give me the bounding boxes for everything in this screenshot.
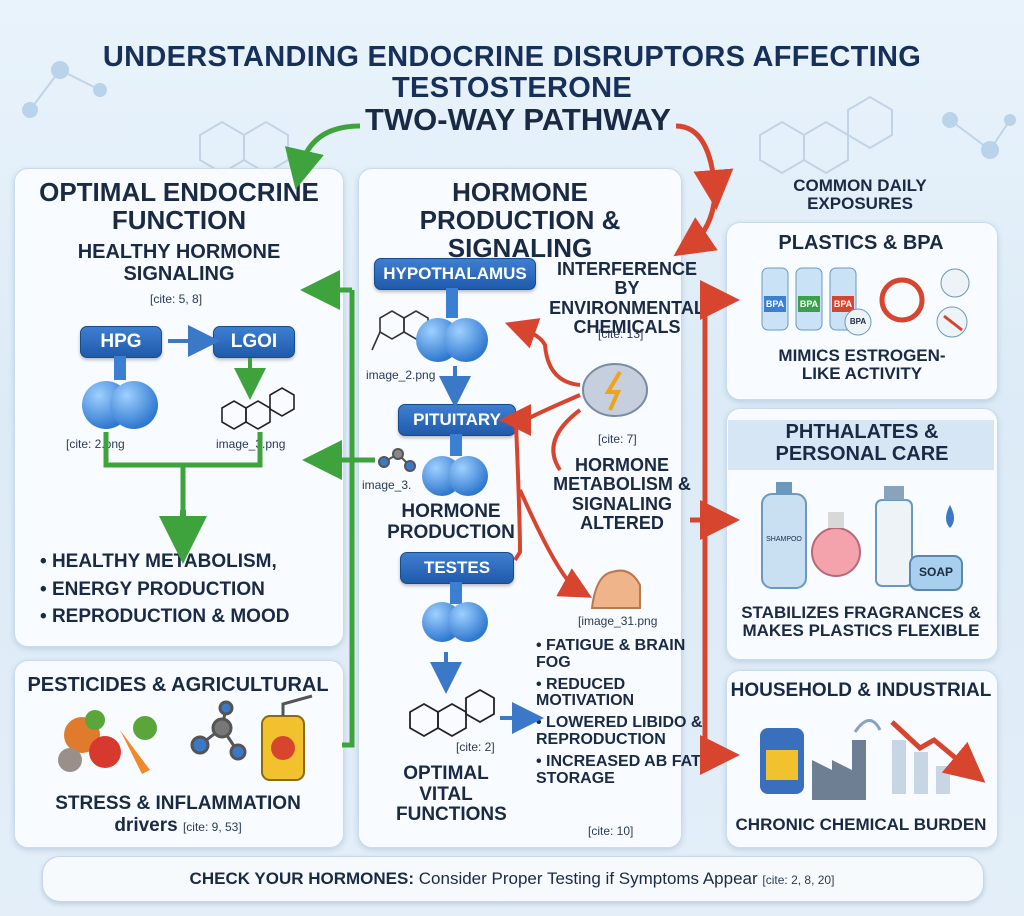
small-molecule-icon <box>378 448 416 472</box>
bpa-label-1: BPA <box>765 299 785 309</box>
symptoms-list: • FATIGUE & BRAIN FOG • REDUCED MOTIVATI… <box>536 637 716 787</box>
muscle-image-label: [image_31.png <box>578 614 658 628</box>
list-item: • INCREASED AB FAT STORAGE <box>536 752 701 787</box>
hormone-production-label: HORMONE PRODUCTION <box>387 501 515 543</box>
footer-banner <box>42 856 984 902</box>
list-item: • REPRODUCTION & MOOD <box>40 606 290 628</box>
soap-label: SOAP <box>918 565 953 579</box>
left-gland-icon <box>82 356 158 429</box>
optimal-function-card <box>14 168 344 647</box>
molecule-network-icon <box>190 700 247 761</box>
optimal-vital-functions: OPTIMAL VITAL FUNCTIONS <box>396 763 507 826</box>
testosterone-molecule-icon <box>409 688 495 738</box>
two-way-pathway-label: TWO-WAY PATHWAY <box>364 102 671 137</box>
microplastics-icon <box>936 268 970 338</box>
center-molecule-cite: [cite: 2] <box>456 740 495 754</box>
converge-lines <box>103 432 263 510</box>
pituitary-gland-icon <box>422 434 488 496</box>
stress-line: STRESS & INFLAMMATION <box>55 793 301 814</box>
optimal-function-heading: OPTIMAL ENDOCRINE FUNCTION <box>39 177 319 236</box>
hpg-box: HPG <box>80 326 162 358</box>
list-item: • ENERGY PRODUCTION <box>40 578 265 600</box>
recycle-icon <box>879 277 925 323</box>
bpa-label-3: BPA <box>833 299 853 309</box>
phthalates-description: STABILIZES FRAGRANCES & MAKES PLASTICS F… <box>741 603 981 641</box>
shampoo-bottle-icon <box>761 482 807 589</box>
phthalates-heading: PHTHALATES & PERSONAL CARE <box>775 421 949 465</box>
pesticides-cite: [cite: 9, 53] <box>182 820 242 834</box>
pituitary-image-label: image_3. <box>362 478 412 492</box>
molecule-label: image_3.png <box>216 437 286 451</box>
left-cite: [cite: 5, 8] <box>150 292 203 306</box>
phthalates-header-band <box>728 420 994 470</box>
list-item: • FATIGUE & BRAIN FOG <box>536 637 686 671</box>
healthy-signaling-subheading: HEALTHY HORMONE SIGNALING <box>77 241 281 285</box>
soap-icon <box>909 555 963 591</box>
footer-text: CHECK YOUR HORMONES: Consider Proper Tes… <box>189 869 835 888</box>
bpa-label-4: BPA <box>849 317 867 326</box>
green-feedback-loop <box>300 270 375 748</box>
factory-icon <box>812 719 882 800</box>
hypothalamus-box: HYPOTHALAMUS <box>374 258 536 290</box>
brain-cite: [cite: 7] <box>598 432 637 446</box>
gland-cite: [cite: 2.png <box>66 437 125 451</box>
interference-cite: [cite: 13] <box>598 327 644 341</box>
declining-chart-icon <box>890 720 986 794</box>
hypothalamus-image-label: image_2.png <box>366 368 436 382</box>
household-description: CHRONIC CHEMICAL BURDEN <box>735 815 987 834</box>
exposure-connectors <box>690 280 740 775</box>
pathway-green-arrow <box>284 123 361 190</box>
list-item: • REDUCED MOTIVATION <box>536 675 635 710</box>
lgoi-box: LGOI <box>213 326 295 358</box>
drivers-line: drivers [cite: 9, 53] <box>114 815 242 836</box>
spray-bottle-icon <box>875 486 913 587</box>
hormone-production-heading: HORMONE PRODUCTION & SIGNALING <box>419 177 621 264</box>
sprayer-icon <box>261 694 313 781</box>
detergent-jug-icon <box>760 728 804 794</box>
pesticides-heading: PESTICIDES & AGRICULTURAL <box>27 674 329 696</box>
testes-box: TESTES <box>400 552 514 584</box>
muscle-arm-icon <box>590 569 641 609</box>
brain-icon <box>582 363 648 417</box>
plastics-heading: PLASTICS & BPA <box>778 232 944 254</box>
water-drop-icon <box>946 505 954 528</box>
metabolism-altered-text: HORMONE METABOLISM & SIGNALING ALTERED <box>553 455 691 534</box>
hypothalamus-gland-icon <box>416 288 488 362</box>
perfume-bottle-icon <box>811 512 861 577</box>
bpa-label-2: BPA <box>799 299 819 309</box>
symptoms-cite: [cite: 10] <box>588 824 634 838</box>
common-exposures-heading: COMMON DAILY EXPOSURES <box>793 176 927 214</box>
shampoo-label: SHAMPOO <box>766 536 802 543</box>
interference-arrows <box>499 318 592 598</box>
left-outcomes-list: • HEALTHY METABOLISM, • ENERGY PRODUCTIO… <box>40 548 340 631</box>
page-title: UNDERSTANDING ENDOCRINE DISRUPTORS AFFEC… <box>102 41 922 105</box>
bpa-bottles-icon <box>761 267 872 336</box>
testes-gland-icon <box>422 582 488 642</box>
plastics-description: MIMICS ESTROGEN-LIKE ACTIVITY <box>778 346 946 384</box>
household-heading: HOUSEHOLD & INDUSTRIAL <box>730 680 992 701</box>
vegetables-icon <box>58 710 157 774</box>
pathway-red-arrow <box>673 123 734 257</box>
left-molecule-icon <box>221 387 295 430</box>
interference-text: INTERFERENCE BY ENVIRONMENTAL CHEMICALS <box>549 259 705 338</box>
